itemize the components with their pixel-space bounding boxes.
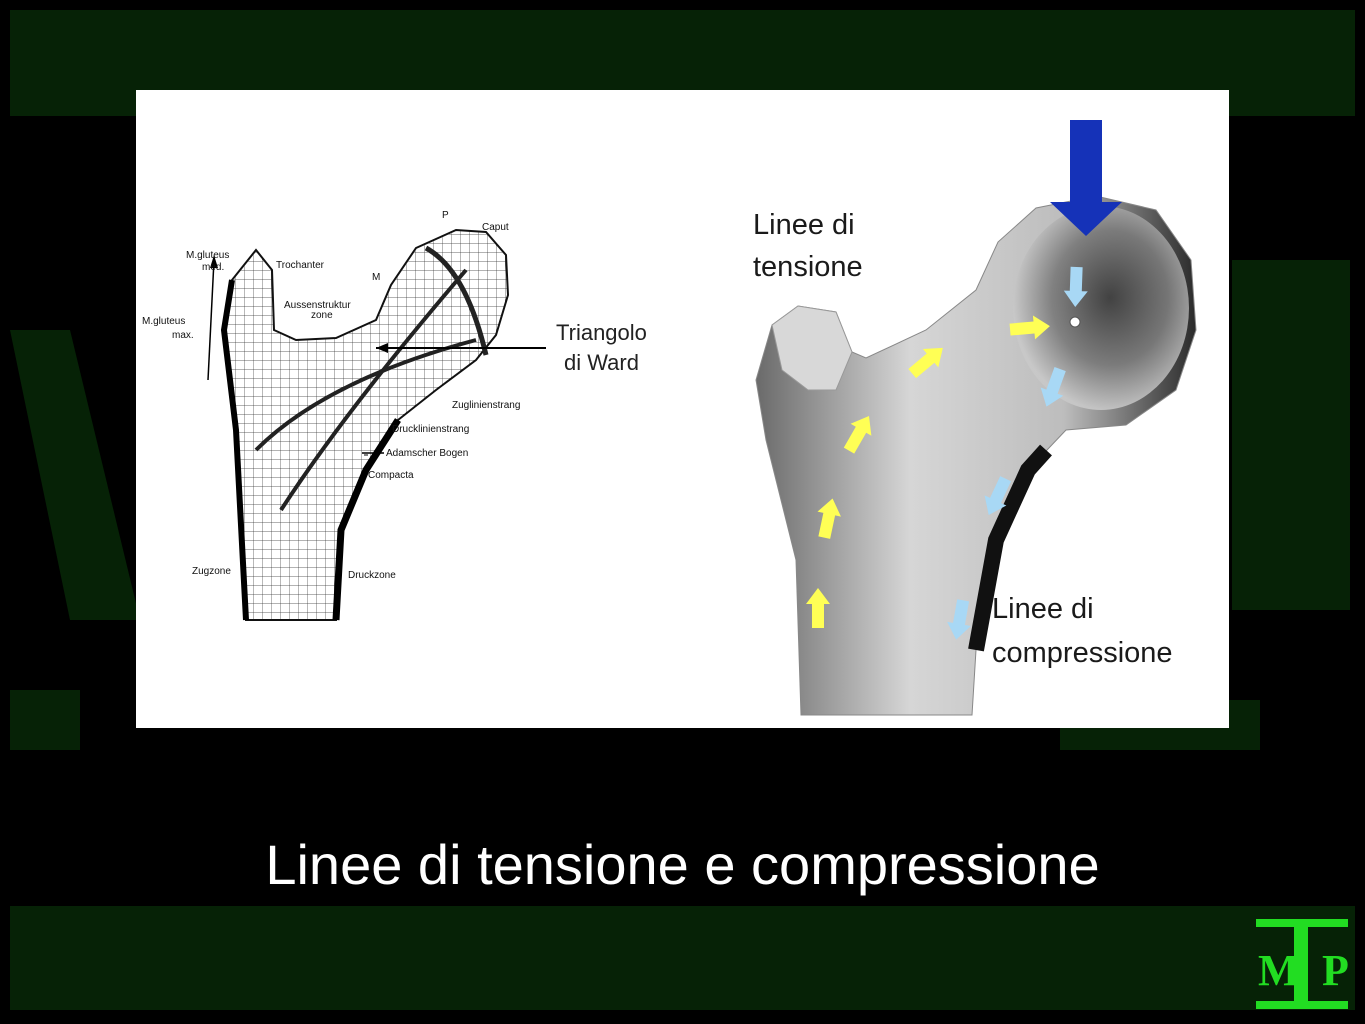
label-adamscher-bogen: Adamscher Bogen <box>386 448 468 459</box>
label-linee-compressione-2: compressione <box>992 637 1173 669</box>
label-triangolo-1: Triangolo <box>556 320 647 345</box>
load-arrow <box>1050 120 1122 236</box>
label-m-gluteus-med-2: med. <box>202 262 224 273</box>
label-drucklinienstrang: Drucklinienstrang <box>392 424 469 435</box>
label-triangolo-2: di Ward <box>564 350 639 375</box>
label-druckzone: Druckzone <box>348 570 396 581</box>
tension-arrows <box>806 315 1050 628</box>
mip-logo: M P <box>1256 919 1348 1009</box>
label-trochanter: Trochanter <box>276 260 325 271</box>
femur-radiograph: Linee di tensione Linee di compressione <box>753 120 1197 716</box>
label-caput: Caput <box>482 222 509 233</box>
label-linee-tensione-1: Linee di <box>753 209 855 241</box>
trabecular-drawing: M.gluteus med. M.gluteus max. Trochanter… <box>142 210 647 621</box>
label-aussenstruktur-1: Aussenstruktur <box>284 300 351 311</box>
label-compacta: Compacta <box>368 470 414 481</box>
label-zuglinienstrang: Zuglinienstrang <box>452 400 520 411</box>
label-p: P <box>442 210 449 221</box>
label-m-gluteus-max-1: M.gluteus <box>142 316 185 327</box>
label-m-gluteus-max-2: max. <box>172 330 194 341</box>
label-aussenstruktur-2: zone <box>311 310 333 321</box>
label-zugzone: Zugzone <box>192 566 231 577</box>
svg-text:P: P <box>1322 946 1348 995</box>
svg-text:M: M <box>1258 946 1300 995</box>
label-linee-compressione-1: Linee di <box>992 593 1094 625</box>
label-linee-tensione-2: tensione <box>753 251 863 283</box>
femur-figure-panel: M.gluteus med. M.gluteus max. Trochanter… <box>136 90 1229 728</box>
label-m-gluteus-med-1: M.gluteus <box>186 250 229 261</box>
label-m: M <box>372 272 380 283</box>
slide-caption: Linee di tensione e compressione <box>265 833 1100 896</box>
compression-arrows <box>947 266 1088 640</box>
